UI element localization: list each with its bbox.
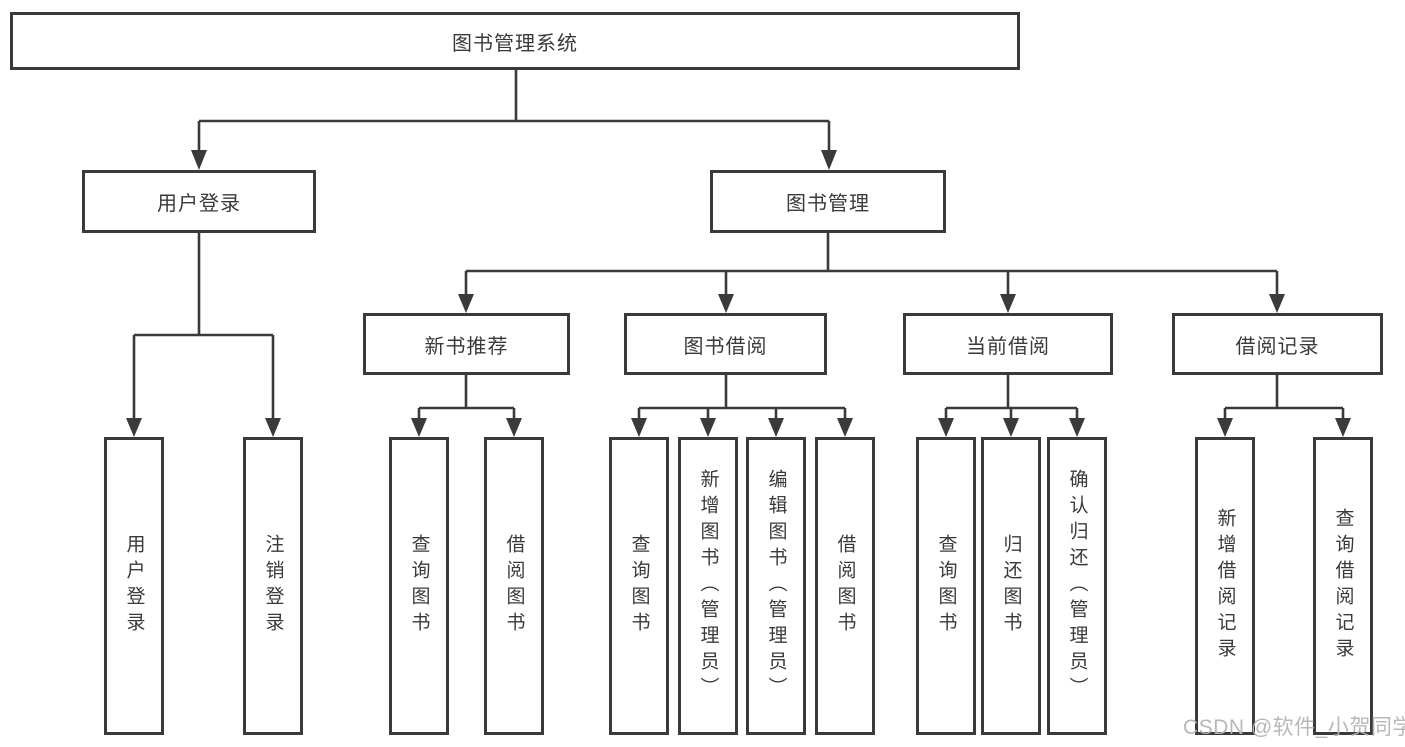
leaf-logout-label: 注销登录 [262, 534, 284, 638]
leaf-confirm-return-admin-label: 确认归还（管理员） [1066, 469, 1088, 703]
leaf-edit-book-admin-label: 编辑图书（管理员） [765, 469, 787, 703]
leaf-add-book-admin: 新增图书（管理员） [678, 437, 738, 735]
leaf-add-borrow-record: 新增借阅记录 [1195, 437, 1255, 735]
leaf-query-book-borrow-label: 查询图书 [628, 534, 650, 638]
leaf-query-book-recommend: 查询图书 [389, 437, 449, 735]
leaf-edit-book-admin: 编辑图书（管理员） [746, 437, 806, 735]
node-new-book-recommend-label: 新书推荐 [424, 335, 509, 358]
node-book-borrow-label: 图书借阅 [683, 335, 768, 358]
leaf-add-borrow-record-label: 新增借阅记录 [1214, 508, 1236, 664]
node-user-login: 用户登录 [82, 170, 316, 233]
node-book-management: 图书管理 [710, 170, 946, 233]
leaf-return-book: 归还图书 [981, 437, 1041, 735]
leaf-logout: 注销登录 [243, 437, 303, 735]
leaf-query-book-current: 查询图书 [916, 437, 976, 735]
leaf-borrow-book-recommend: 借阅图书 [484, 437, 544, 735]
node-borrow-records: 借阅记录 [1172, 313, 1383, 375]
leaf-query-book-current-label: 查询图书 [935, 534, 957, 638]
csdn-watermark: CSDN @软件_小贺同学 [1183, 716, 1405, 739]
node-library-management-system: 图书管理系统 [10, 12, 1020, 70]
node-library-management-system-label: 图书管理系统 [452, 32, 578, 55]
node-borrow-records-label: 借阅记录 [1235, 335, 1320, 358]
leaf-user-login: 用户登录 [104, 437, 164, 735]
leaf-borrow-book-recommend-label: 借阅图书 [503, 534, 525, 638]
node-user-login-label: 用户登录 [157, 193, 241, 215]
leaf-borrow-book: 借阅图书 [815, 437, 875, 735]
leaf-query-borrow-record-label: 查询借阅记录 [1332, 508, 1354, 664]
leaf-query-book-recommend-label: 查询图书 [408, 534, 430, 638]
node-book-management-label: 图书管理 [786, 193, 870, 215]
leaf-user-login-label: 用户登录 [123, 534, 145, 638]
node-current-borrow: 当前借阅 [903, 313, 1113, 375]
node-current-borrow-label: 当前借阅 [966, 335, 1050, 358]
leaf-query-borrow-record: 查询借阅记录 [1313, 437, 1373, 735]
node-new-book-recommend: 新书推荐 [363, 313, 570, 375]
node-book-borrow: 图书借阅 [624, 313, 827, 375]
leaf-add-book-admin-label: 新增图书（管理员） [697, 469, 719, 703]
leaf-borrow-book-label: 借阅图书 [834, 534, 856, 638]
leaf-return-book-label: 归还图书 [1000, 534, 1022, 638]
leaf-query-book-borrow: 查询图书 [609, 437, 669, 735]
leaf-confirm-return-admin: 确认归还（管理员） [1047, 437, 1107, 735]
